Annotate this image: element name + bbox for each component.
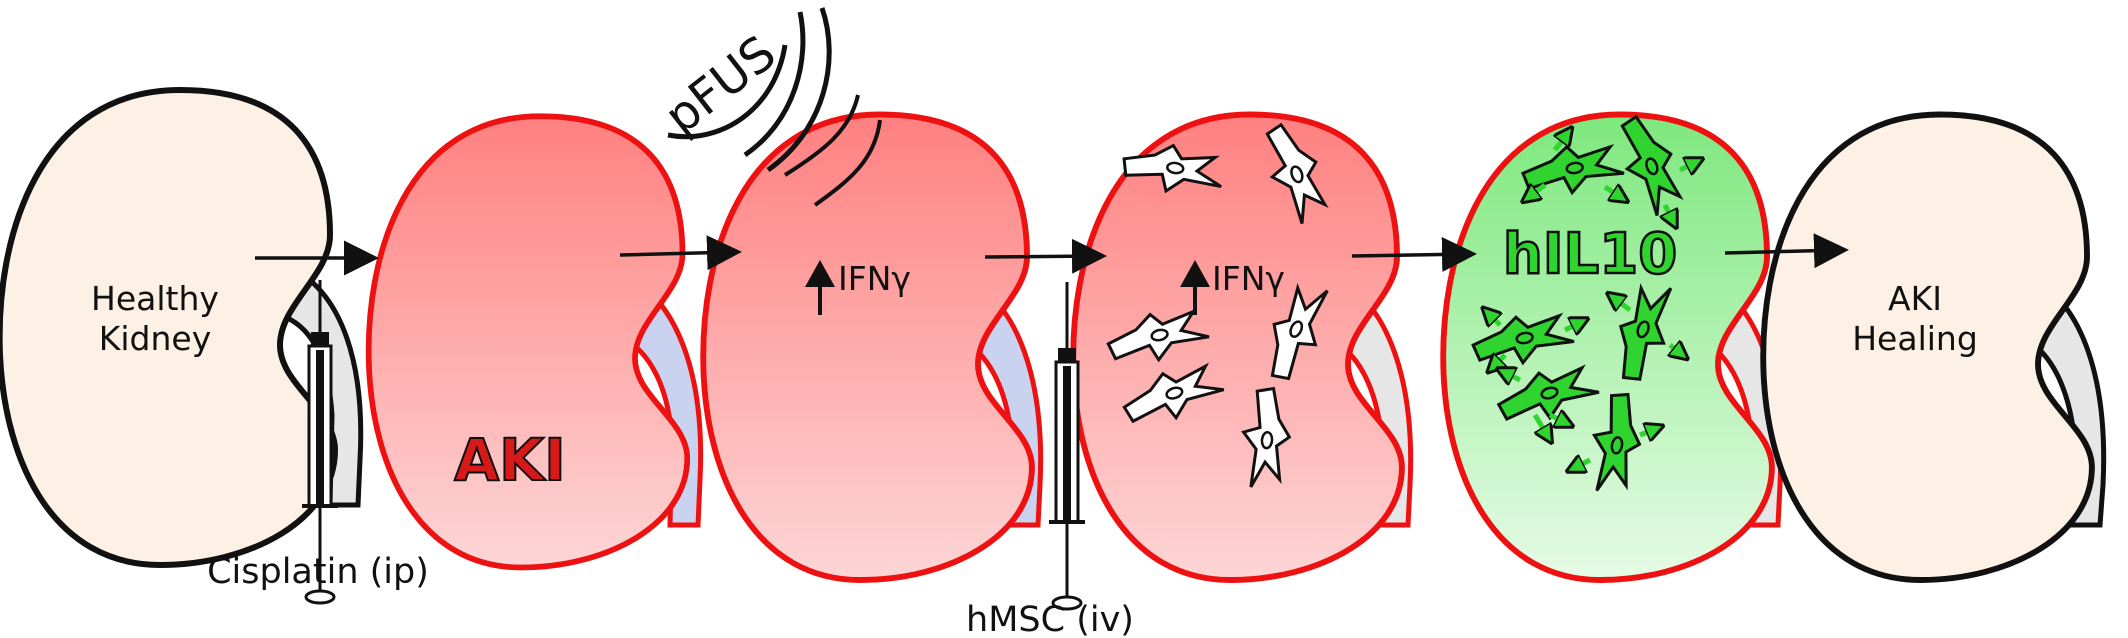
secretion-arrow-icon (1603, 187, 1625, 200)
pfus-arc-inner (667, 44, 788, 140)
hmsc-label: hMSC (iv) (966, 600, 1134, 638)
healing-label-line2: Healing (1852, 319, 1978, 358)
process-arrow-icon (984, 238, 1107, 274)
secreting-cell-icon (1620, 114, 1684, 216)
msc-cell-icon (1106, 308, 1210, 363)
pfus-kidney-icon (703, 115, 1032, 581)
hil10-label: hIL10 (1503, 222, 1677, 287)
cisplatin-label: Cisplatin (ip) (207, 552, 429, 592)
secretion-arrow-icon (1670, 345, 1685, 357)
secretion-arrow-icon (1532, 413, 1550, 440)
secreting-cell-icon (1521, 143, 1625, 196)
syringe-icon (302, 280, 338, 605)
healthy-kidney-label-line2: Kidney (99, 319, 212, 358)
msc-cell-icon (1241, 386, 1292, 488)
secretion-arrow-icon (1500, 370, 1522, 380)
process-arrow-icon (619, 235, 742, 271)
pfus-arc-middle (743, 11, 806, 158)
process-arrow-icon (1724, 233, 1849, 269)
pfus-kidney-stage: IFNγ (703, 94, 1044, 581)
process-arrows (255, 233, 1849, 276)
healing-kidney-stage: AKI Healing (1763, 115, 2107, 581)
secretion-arrow-icon (1563, 320, 1585, 330)
secreting-cell-icon (1496, 364, 1600, 421)
secretion-arrow-icon (1678, 160, 1700, 170)
pfus-arc-outer (766, 7, 832, 173)
secretion-arrow-icon (1525, 183, 1547, 200)
aki-kidney-stage: AKI (369, 116, 704, 567)
pfus-label: pFUS (654, 25, 786, 145)
healthy-kidney-stage: Healthy Kidney (0, 90, 364, 565)
msc-ifn-label: IFNγ (1212, 259, 1285, 298)
healing-label-line1: AKI (1888, 279, 1942, 318)
msc-cell-icon (1270, 282, 1329, 381)
aki-kidney-icon (369, 116, 688, 567)
pfus-wave-inner (813, 119, 882, 207)
secreting-cell-icon (1471, 312, 1575, 366)
secreting-cell-icon (1591, 392, 1642, 492)
pfus-ifn-label: IFNγ (838, 259, 911, 298)
process-arrow-icon (1351, 236, 1477, 272)
secretion-arrow-icon (1610, 295, 1632, 312)
secretion-arrow-icon (1485, 310, 1500, 325)
secretion-arrow-icon (1553, 130, 1570, 152)
aki-label: AKI (454, 426, 565, 494)
msc-cell-icon (1122, 143, 1222, 194)
syringe-icon (1049, 282, 1085, 611)
ifn-up-arrow-head-icon (805, 260, 835, 287)
secretion-arrow-icon (1548, 415, 1570, 425)
msc-cell-icon (1265, 122, 1329, 224)
pfus-wave-outer (783, 94, 860, 177)
secretion-arrow-icon (1570, 460, 1592, 470)
healthy-ureter (277, 261, 364, 508)
secretion-arrow-icon (1639, 427, 1660, 435)
healthy-kidney-label-line1: Healthy (91, 279, 219, 318)
secretion-arrow-icon (1490, 355, 1505, 370)
msc-ifn-up-arrow-head-icon (1180, 260, 1210, 287)
secretion-arrows (1485, 130, 1700, 470)
secreting-cell-icon (1618, 283, 1673, 381)
hil10-kidney-stage: hIL10 (1443, 110, 1784, 580)
secretion-arrow-icon (1665, 203, 1675, 225)
msc-cell-icon (1122, 362, 1225, 424)
msc-kidney-stage: IFNγ (1073, 115, 1414, 581)
